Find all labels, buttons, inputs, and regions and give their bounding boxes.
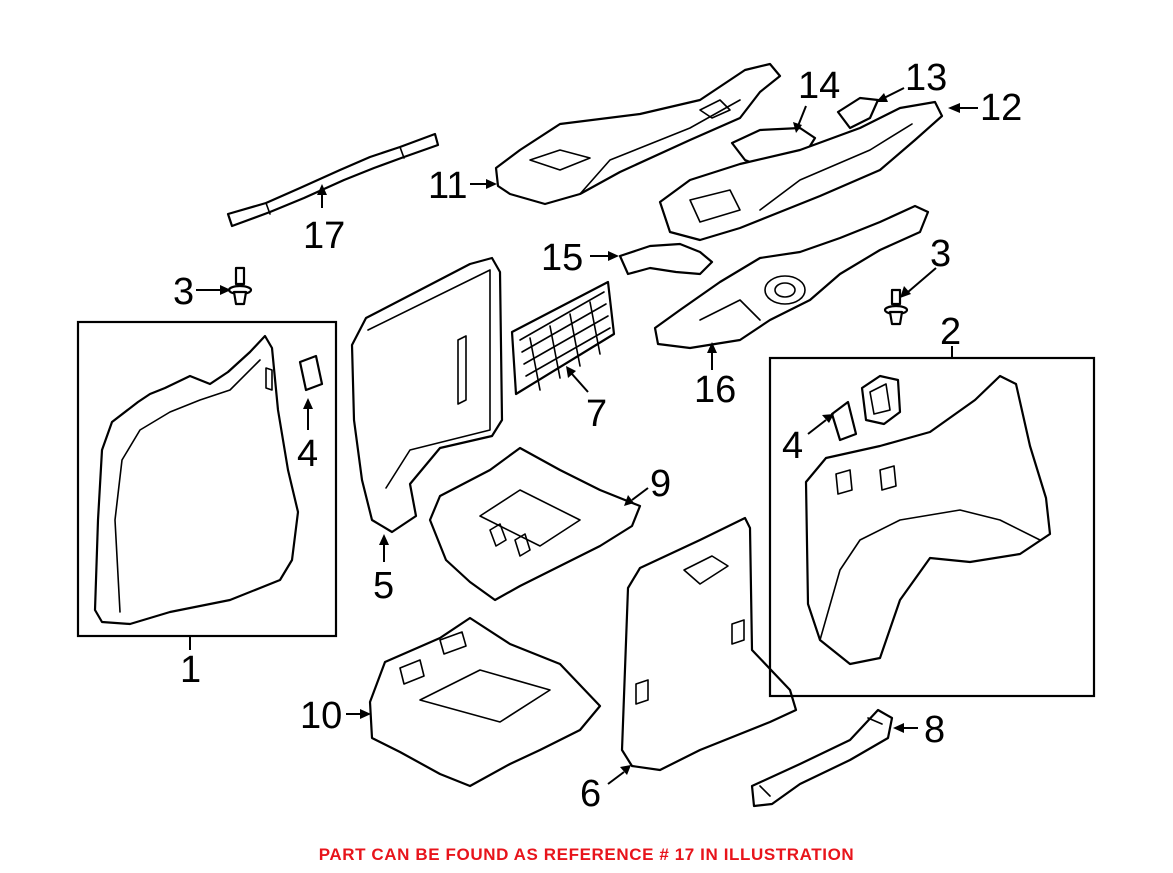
part-3-bolt-left[interactable] [227,266,253,306]
callout-10: 10 [300,695,342,737]
part-8-bracket[interactable] [750,708,894,808]
leader-lines [189,87,978,785]
callout-16: 16 [694,369,736,411]
part-11-upper-trim[interactable] [494,62,782,206]
reference-note: PART CAN BE FOUND AS REFERENCE # 17 IN I… [318,845,855,864]
part-17-trim-strip[interactable] [226,132,440,228]
callout-17: 17 [303,215,345,257]
part-3-bolt-right[interactable] [883,288,909,326]
callout-9: 9 [650,463,671,505]
part-9-floor-tray[interactable] [428,446,642,602]
callout-8: 8 [924,709,945,751]
callout-2: 2 [940,311,961,353]
part-2-right-side-trim[interactable] [804,374,1052,666]
box-part-1 [76,320,338,638]
part-12-upper-trim[interactable] [658,100,944,242]
box-part-2 [768,356,1096,698]
part-16-speaker-bracket[interactable] [653,204,930,350]
callout-15: 15 [541,237,583,279]
part-7-cargo-net[interactable] [510,280,616,396]
part-4-clip-left[interactable] [298,354,324,392]
callout-12: 12 [980,87,1022,129]
callout-6: 6 [580,773,601,815]
callout-3-left: 3 [173,271,194,313]
callout-4-left: 4 [297,433,318,475]
part-13-clip[interactable] [836,96,880,130]
callout-14: 14 [798,65,840,107]
callout-1: 1 [180,649,201,691]
part-6-rear-panel[interactable] [620,516,798,772]
part-10-storage-tray[interactable] [368,616,602,788]
callout-5: 5 [373,565,394,607]
part-1-left-side-trim[interactable] [93,334,300,626]
callout-11: 11 [428,165,467,207]
part-15-bracket[interactable] [618,242,714,276]
callout-7: 7 [586,393,607,435]
part-4-clip-right[interactable] [830,374,902,442]
callout-4-right: 4 [782,425,803,467]
part-5-panel[interactable] [350,256,504,534]
callout-3-right: 3 [930,233,951,275]
callout-13: 13 [905,57,947,99]
